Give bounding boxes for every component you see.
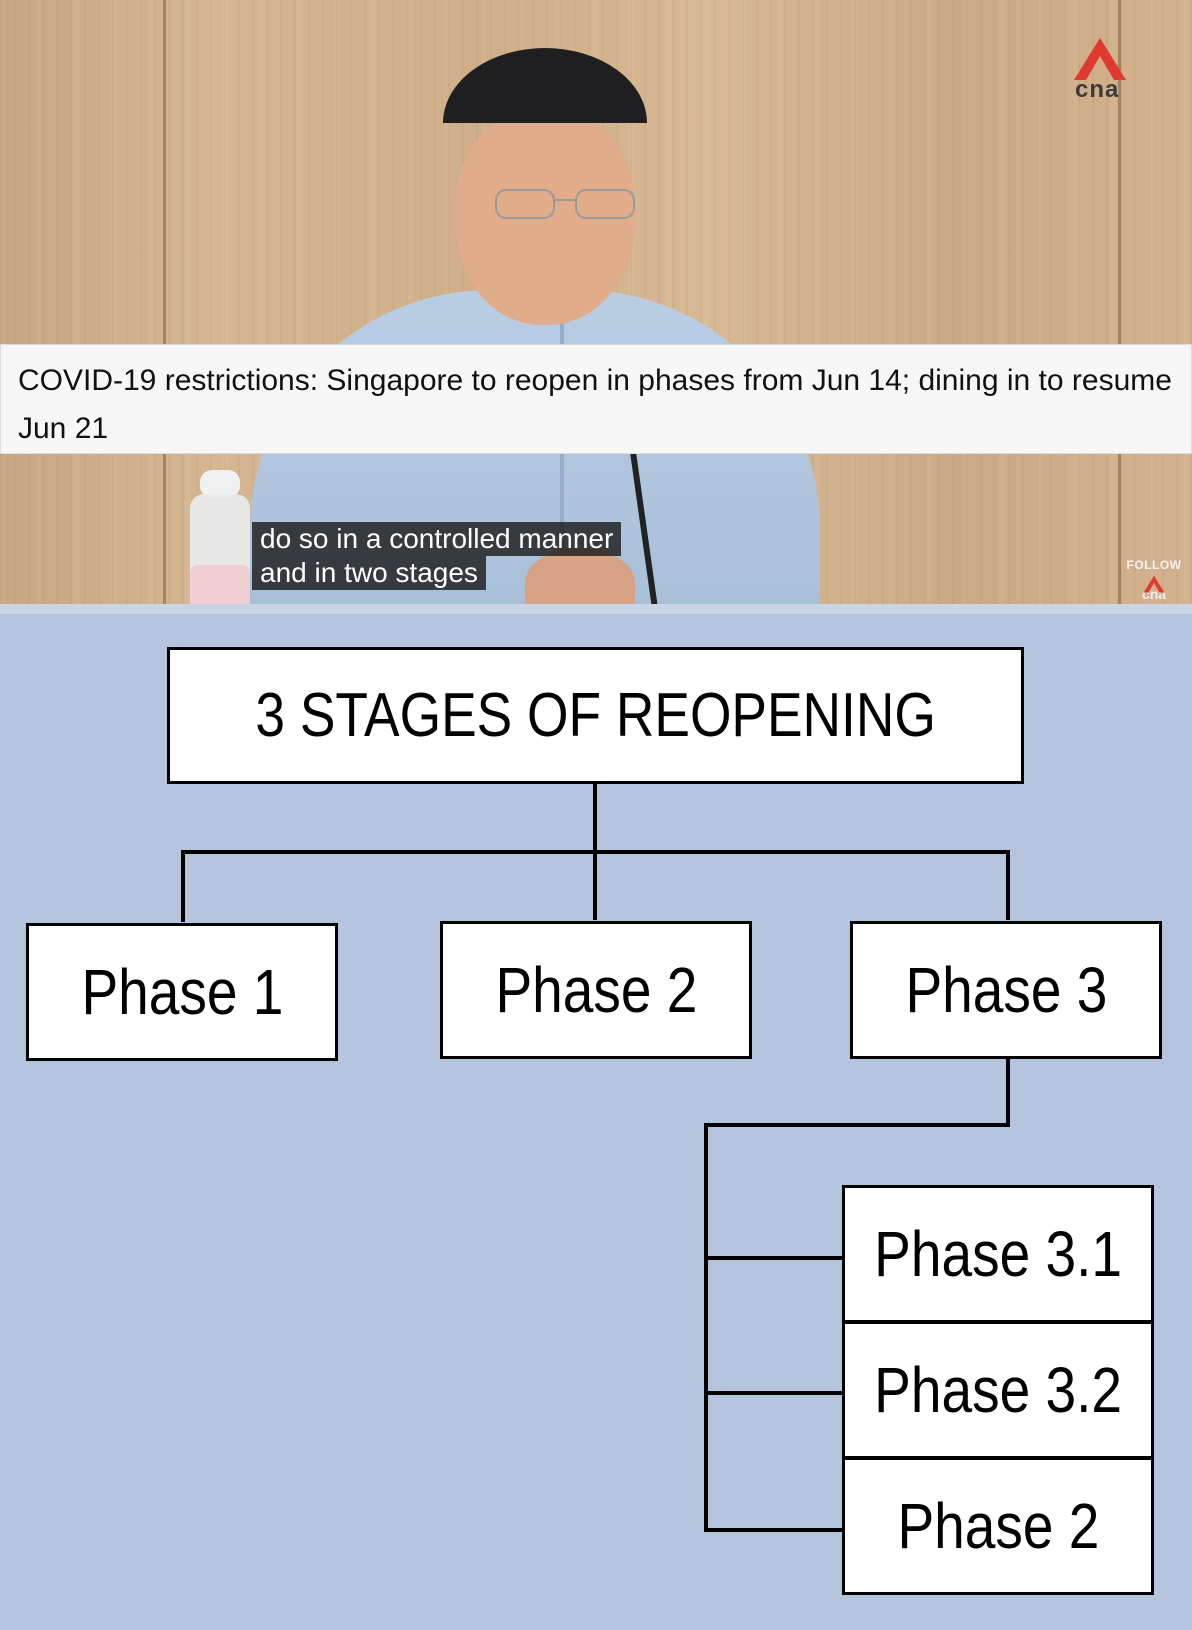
speaker-hands xyxy=(525,548,635,614)
video-frame[interactable]: cna COVID-19 restrictions: Singapore to … xyxy=(0,0,1192,614)
cna-logo-text: cna xyxy=(1075,76,1120,103)
shirt-placket xyxy=(560,300,564,614)
follow-label: FOLLOW xyxy=(1126,558,1182,572)
panel-seam xyxy=(163,0,166,614)
desk xyxy=(0,604,1192,614)
closed-caption: do so in a controlled manner and in two … xyxy=(252,522,622,590)
phase-1-node: Phase 1 xyxy=(26,923,338,1061)
connector-phase-bar xyxy=(181,850,1010,922)
phase-2-label: Phase 2 xyxy=(495,954,697,1026)
phase-3-2-label: Phase 3.2 xyxy=(874,1354,1122,1426)
phase-3-node: Phase 3 xyxy=(850,921,1162,1059)
root-node: 3 STAGES OF REOPENING xyxy=(167,647,1024,784)
caption-line-1: do so in a controlled manner xyxy=(252,522,622,556)
water-bottle xyxy=(190,470,250,614)
phase-3-1-label: Phase 3.1 xyxy=(874,1218,1122,1290)
root-node-label: 3 STAGES OF REOPENING xyxy=(255,681,936,750)
phase-3-label: Phase 3 xyxy=(905,954,1107,1026)
phase-3-3-node: Phase 2 xyxy=(842,1457,1154,1595)
follow-logo-icon xyxy=(1143,575,1165,593)
phase-3-1-node: Phase 3.1 xyxy=(842,1185,1154,1323)
video-title[interactable]: COVID-19 restrictions: Singapore to reop… xyxy=(18,364,1172,445)
cna-logo-icon xyxy=(1074,38,1126,80)
caption-line-2: and in two stages xyxy=(252,556,486,590)
video-title-bar[interactable]: COVID-19 restrictions: Singapore to reop… xyxy=(0,344,1192,454)
glasses-icon xyxy=(495,189,635,219)
phase-3-3-label: Phase 2 xyxy=(897,1490,1099,1562)
phase-2-node: Phase 2 xyxy=(440,921,752,1059)
panel-seam xyxy=(1118,0,1121,614)
phase-1-label: Phase 1 xyxy=(81,956,283,1028)
phase-3-2-node: Phase 3.2 xyxy=(842,1321,1154,1459)
follow-button[interactable]: FOLLOW cna xyxy=(1126,558,1182,602)
